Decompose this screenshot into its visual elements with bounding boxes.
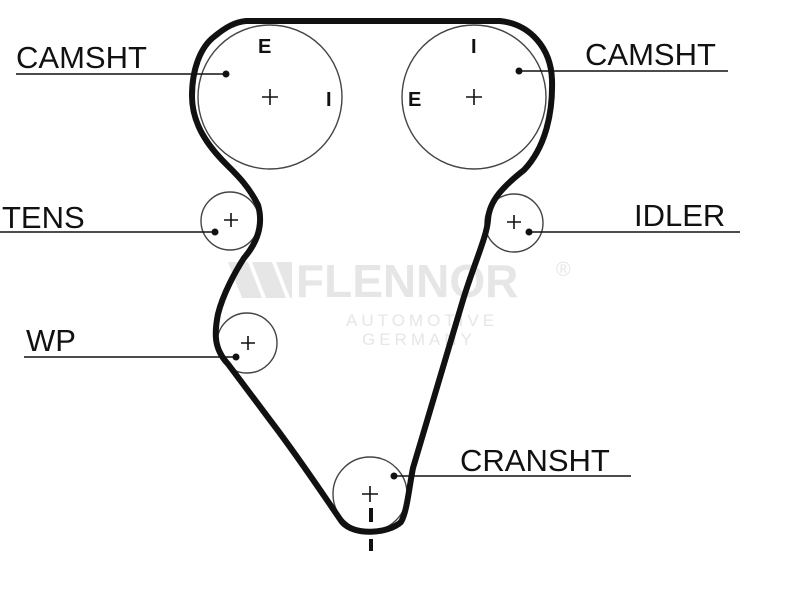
watermark-registered: ® bbox=[556, 259, 571, 281]
label-camshaft-left: CAMSHT bbox=[16, 40, 147, 75]
left-cam-mark-top: E bbox=[258, 36, 271, 58]
dot-crankshaft bbox=[390, 472, 398, 480]
label-water-pump: WP bbox=[26, 323, 76, 358]
label-crankshaft: CRANSHT bbox=[460, 443, 610, 478]
idler-centre-icon bbox=[507, 215, 521, 229]
leader-lines bbox=[0, 70, 740, 477]
left-camshaft-pulley bbox=[197, 24, 343, 170]
tensioner-centre-icon bbox=[224, 213, 238, 227]
watermark-line1: AUTOMOTIVE bbox=[346, 311, 498, 330]
water-pump-centre-icon bbox=[241, 336, 255, 350]
right-cam-mark-left: E bbox=[408, 89, 421, 111]
tensioner-pulley bbox=[200, 191, 260, 251]
label-camshaft-right: CAMSHT bbox=[585, 37, 716, 72]
watermark: FLENNOR ® AUTOMOTIVE GERMANY bbox=[228, 255, 571, 349]
right-camshaft-pulley bbox=[401, 24, 547, 170]
crankshaft-centre-icon bbox=[362, 486, 378, 502]
dot-idler bbox=[525, 228, 533, 236]
right-camshaft-centre-icon bbox=[466, 89, 482, 105]
centre-marks bbox=[224, 89, 521, 502]
watermark-line2: GERMANY bbox=[362, 330, 476, 349]
left-cam-mark-right: I bbox=[326, 89, 332, 111]
dot-tensioner bbox=[211, 228, 219, 236]
right-cam-mark-top: I bbox=[471, 36, 477, 58]
leader-dots bbox=[211, 67, 533, 480]
left-camshaft-centre-icon bbox=[262, 89, 278, 105]
dot-water-pump bbox=[232, 353, 240, 361]
dot-camshaft-right bbox=[515, 67, 523, 75]
watermark-brand: FLENNOR bbox=[296, 255, 518, 307]
label-idler: IDLER bbox=[634, 198, 725, 233]
label-tensioner: TENS bbox=[2, 200, 85, 235]
timing-belt bbox=[189, 18, 556, 535]
dot-camshaft-left bbox=[222, 70, 230, 78]
